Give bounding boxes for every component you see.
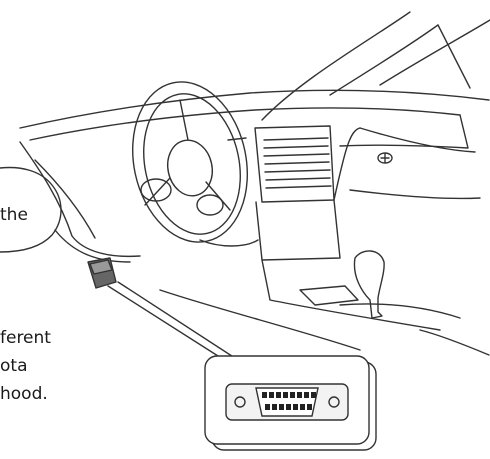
- center-vent-slat: [265, 170, 330, 172]
- dashboard-top: [20, 90, 489, 128]
- caption-fragment-1: the: [0, 205, 28, 225]
- steering-wheel-rim: [118, 71, 261, 253]
- center-console-side: [334, 128, 360, 200]
- center-console: [256, 200, 340, 260]
- center-vent-slat: [264, 138, 328, 140]
- center-vent-slat: [264, 146, 328, 148]
- steering-wheel-rim-inner: [131, 85, 252, 243]
- dashboard-left: [20, 142, 140, 256]
- steering-column: [228, 138, 246, 140]
- obd-connector-icon: [205, 356, 376, 450]
- glovebox-latch-mark: [381, 154, 389, 162]
- leader-line: [118, 282, 238, 360]
- gear-shifter: [354, 251, 384, 318]
- glovebox-line: [350, 190, 480, 198]
- dashboard-left-inner: [35, 160, 95, 238]
- steering-wheel-pad: [197, 195, 223, 215]
- caption-fragment-4: hood.: [0, 384, 48, 404]
- steering-wheel-spoke: [206, 182, 230, 210]
- dashboard-edge: [340, 115, 468, 148]
- floor-line: [420, 330, 489, 355]
- caption-fragment-3: ota: [0, 356, 27, 376]
- center-console-panel: [300, 286, 358, 305]
- floor-line: [160, 290, 360, 350]
- center-vent-slat: [266, 178, 330, 180]
- center-vent-slat: [266, 186, 331, 188]
- glovebox-line: [360, 128, 475, 152]
- steering-wheel-pad: [141, 179, 171, 201]
- center-vent-slat: [265, 162, 329, 164]
- center-console-lower: [262, 260, 440, 330]
- center-vent-slat: [264, 154, 329, 156]
- a-pillar-line: [262, 12, 410, 120]
- caption-fragment-2: ferent: [0, 328, 51, 348]
- steering-wheel-spoke: [180, 100, 188, 140]
